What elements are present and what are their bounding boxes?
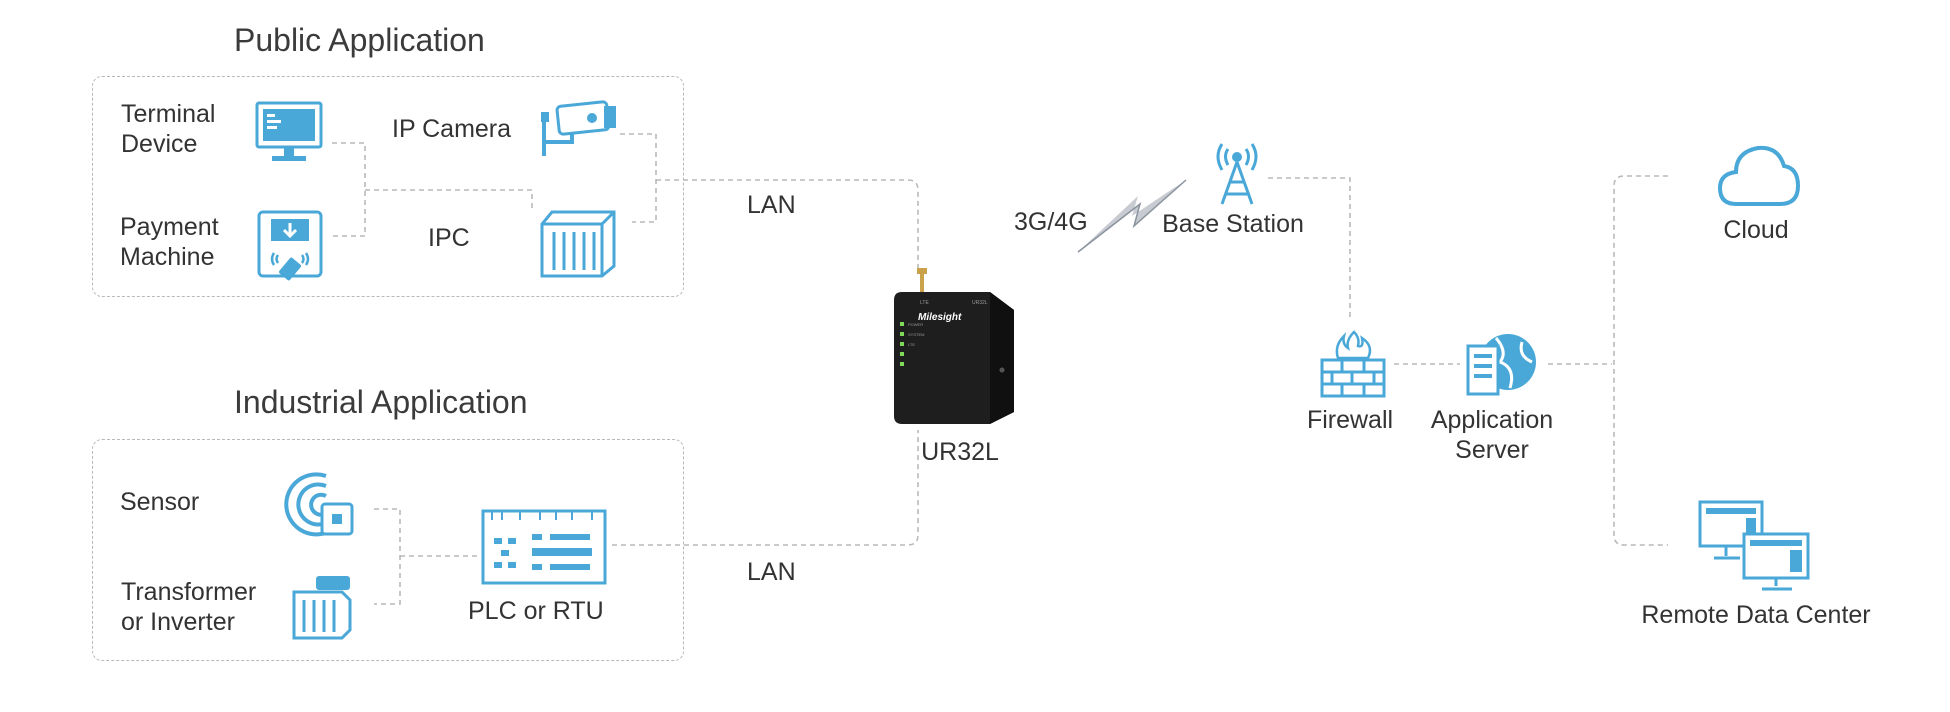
terminal-device-icon xyxy=(254,100,324,169)
application-server-icon xyxy=(1460,328,1540,405)
firewall-icon xyxy=(1318,330,1388,405)
svg-text:LTE: LTE xyxy=(920,300,929,306)
base-station-icon xyxy=(1206,138,1268,211)
firewall-label: Firewall xyxy=(1306,406,1394,434)
ipc-icon xyxy=(538,208,618,285)
svg-text:LTE: LTE xyxy=(908,342,915,347)
sensor-label: Sensor xyxy=(120,488,200,516)
remote-data-center-icon xyxy=(1696,498,1812,599)
router-label: UR32L xyxy=(921,438,999,466)
industrial-application-title: Industrial Application xyxy=(234,384,528,420)
svg-text:POWER: POWER xyxy=(908,322,923,327)
ur32l-router: POWER SYSTEM LTE Milesight UR32L LTE xyxy=(890,262,1018,429)
plc-label: PLC or RTU xyxy=(468,597,604,625)
ip-camera-icon xyxy=(540,98,620,167)
lan-bottom-label: LAN xyxy=(747,558,796,586)
base-station-label: Base Station xyxy=(1162,210,1304,238)
svg-text:SYSTEM: SYSTEM xyxy=(908,332,924,337)
transformer-icon xyxy=(286,572,358,649)
lightning-icon xyxy=(1076,176,1188,259)
cloud-icon xyxy=(1716,140,1802,215)
ip-camera-label: IP Camera xyxy=(392,115,512,143)
svg-text:UR32L: UR32L xyxy=(972,300,988,306)
public-application-title: Public Application xyxy=(234,22,485,58)
public-application-group xyxy=(92,76,684,297)
wireless-label: 3G/4G xyxy=(1014,208,1088,236)
lan-top-label: LAN xyxy=(747,191,796,219)
payment-machine-icon xyxy=(256,209,324,288)
cloud-label: Cloud xyxy=(1723,216,1789,244)
plc-icon xyxy=(480,508,608,591)
ipc-label: IPC xyxy=(428,224,470,252)
sensor-icon xyxy=(284,466,364,547)
svg-text:Milesight: Milesight xyxy=(918,312,962,323)
remote-data-center-label: Remote Data Center xyxy=(1641,601,1871,629)
industrial-application-group xyxy=(92,439,684,661)
